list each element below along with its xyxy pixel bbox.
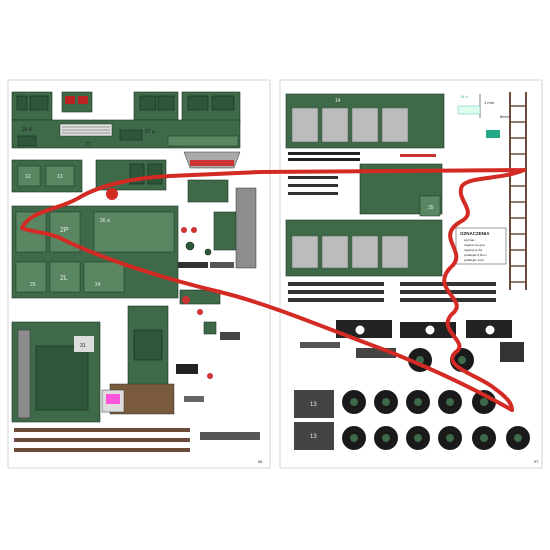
- left-page: 27 26 d 27 a 12 13 2P 2L 26 a 25 24: [7, 79, 271, 469]
- lid-tile-13a: [294, 390, 334, 418]
- part-label-2L: 2L: [60, 275, 68, 282]
- ladder-rails-left: [14, 428, 260, 452]
- right-page-number: 07: [534, 459, 539, 464]
- part-label-13a: 13: [310, 402, 317, 408]
- right-page: 14 14 d 1 mm 5mm: [279, 79, 543, 469]
- part-label-27a: 27 a: [145, 129, 155, 135]
- lid-tile-13b: [294, 422, 334, 450]
- part-label-13: 13: [57, 174, 63, 180]
- legend-title: OZNACZENIA: [460, 231, 490, 236]
- part-label-31: 31: [80, 343, 86, 349]
- ladder-right: [509, 92, 527, 290]
- left-page-number: 06: [258, 459, 263, 464]
- part-label-13b: 13: [310, 434, 317, 440]
- part-label-27: 27: [85, 142, 91, 148]
- part-label-26a: 26 a: [100, 218, 110, 224]
- chassis-parts: [300, 320, 524, 362]
- legend-line-5: podklejac 1mm: [464, 258, 485, 262]
- red-overlay-stroke: [20, 168, 526, 412]
- dim-1mm: 1 mm: [484, 100, 495, 105]
- fender-part: [187, 179, 229, 203]
- svg-text:14 d: 14 d: [460, 94, 468, 99]
- part-label-24: 24: [95, 282, 101, 288]
- part-label-25: 25: [30, 282, 36, 288]
- legend-line-4: podklejac 0,5mm: [464, 253, 487, 257]
- dim-5mm: 5mm: [500, 114, 510, 119]
- legend-line-2: zaginac do gory: [464, 243, 486, 247]
- small-parts-cluster: [176, 227, 240, 402]
- part-label-2P: 2P: [60, 227, 69, 234]
- part-label-35: 35: [428, 205, 434, 211]
- legend-box: OZNACZENIA wycinac zaginac do gory zagin…: [455, 227, 507, 265]
- part-label-12: 12: [25, 174, 31, 180]
- red-overlay-dot: [106, 188, 118, 200]
- legend-line-1: wycinac: [464, 238, 475, 242]
- legend-line-3: zaginac w dol: [464, 248, 483, 252]
- dimension-markings: 14 d 1 mm 5mm: [457, 94, 510, 138]
- part-label-14-right: 14: [335, 98, 341, 104]
- part-label-26d: 26 d: [22, 127, 32, 133]
